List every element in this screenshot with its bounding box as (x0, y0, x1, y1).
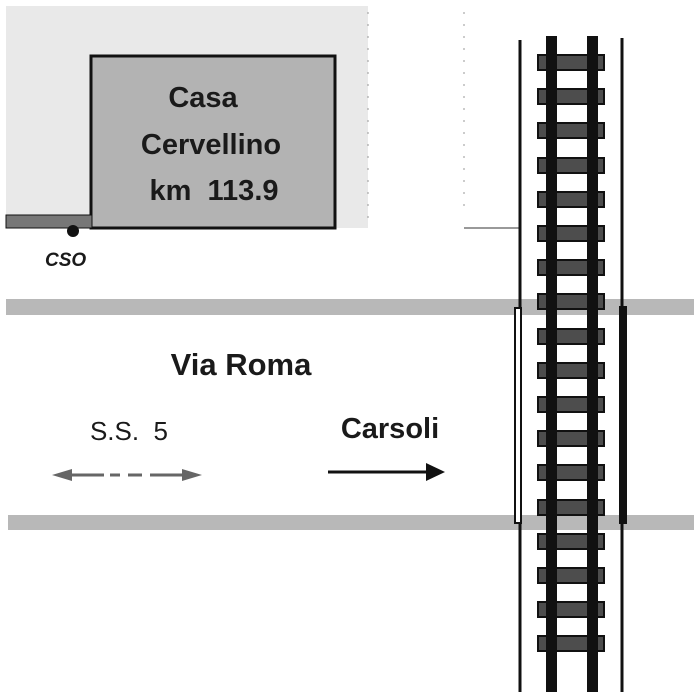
two-way-arrow-icon (52, 469, 202, 481)
direction-arrow-icon (328, 463, 445, 481)
building-name-line1: Casa (168, 82, 238, 114)
cso-connector (5, 214, 93, 229)
destination-label: Carsoli (341, 413, 439, 445)
building-name-line2: Cervellino (141, 129, 281, 161)
cso-label: CSO (45, 250, 86, 271)
crossing-gate-left (514, 307, 522, 524)
railway-track (514, 36, 627, 692)
crossing-gate-right (619, 306, 627, 524)
building-km-marker: km 113.9 (150, 175, 279, 207)
road-edge-bottom (8, 515, 694, 530)
rail-left (546, 36, 557, 692)
building-casa-cervellino (89, 54, 337, 230)
rail-right (587, 36, 598, 692)
street-name-label: Via Roma (171, 347, 312, 382)
cso-marker-dot (67, 225, 79, 237)
road-code-label: S.S. 5 (90, 416, 168, 446)
